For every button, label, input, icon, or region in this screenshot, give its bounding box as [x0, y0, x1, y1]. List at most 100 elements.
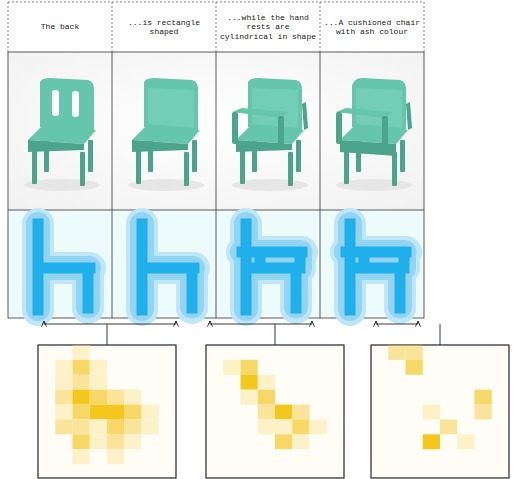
heatmap-cell — [73, 390, 90, 405]
chair-render — [336, 78, 412, 191]
caption-text: The back — [41, 22, 79, 31]
heatmap-cell — [241, 360, 258, 375]
heatmap-cell — [90, 360, 107, 375]
heatmap-cell — [258, 419, 275, 434]
heatmap-cell — [241, 375, 258, 390]
chair-render — [24, 78, 100, 191]
heatmap-cell — [90, 405, 107, 420]
voxel-halo — [346, 224, 406, 310]
heatmap-cell — [457, 434, 474, 449]
bracket-arrows — [44, 321, 440, 345]
heatmap-cell — [73, 360, 90, 375]
row-border — [8, 52, 424, 318]
heatmap-cell — [142, 419, 159, 434]
voxel-core — [38, 224, 90, 310]
col-border — [216, 52, 217, 318]
rect-shape — [240, 150, 245, 184]
path-shape — [248, 78, 302, 131]
heatmap-cell — [223, 360, 240, 375]
heatmap-frame — [371, 345, 509, 478]
heatmap-cell — [275, 419, 292, 434]
heatmap-cell — [90, 375, 107, 390]
bracket-arrow — [210, 321, 211, 324]
heatmap-cell — [55, 360, 72, 375]
path-shape — [132, 140, 188, 152]
voxel-chair — [242, 224, 302, 310]
heatmap-cell — [310, 419, 327, 434]
rect-shape — [80, 152, 85, 186]
rect-shape — [278, 116, 284, 146]
bracket-line — [376, 324, 440, 345]
rect-shape — [52, 90, 59, 116]
heatmap-cell — [90, 434, 107, 449]
heatmap-frame — [38, 345, 176, 478]
attention-heatmaps — [38, 345, 509, 478]
path-shape — [406, 102, 412, 130]
voxel-halo — [142, 224, 194, 310]
heatmap-frame — [206, 345, 344, 478]
heatmap-cell — [55, 405, 72, 420]
voxel-chair — [346, 224, 406, 310]
heatmap-cell — [107, 434, 124, 449]
path-shape — [252, 88, 298, 128]
heatmap-cell — [124, 405, 141, 420]
rect-shape — [136, 150, 141, 184]
path-shape — [40, 78, 94, 131]
heatmap-cell — [55, 419, 72, 434]
heatmap-frame — [38, 345, 176, 478]
heatmap-cell — [73, 434, 90, 449]
heatmap-cell — [107, 419, 124, 434]
rect-shape — [296, 140, 301, 172]
rect-shape — [382, 116, 388, 146]
rect-shape — [400, 140, 405, 172]
voxel-core — [142, 224, 194, 310]
heatmap-cell — [258, 405, 275, 420]
header-divider — [320, 2, 321, 52]
heatmap-cell — [124, 434, 141, 449]
voxel-core — [346, 224, 406, 310]
rect-shape — [336, 112, 342, 144]
caption-cell: ...is rectangle shaped — [114, 4, 214, 50]
heatmap-cell — [258, 375, 275, 390]
path-shape — [302, 102, 308, 130]
voxel-halo — [38, 224, 90, 310]
bracket-line — [210, 324, 312, 345]
bracket-arrow — [376, 321, 377, 324]
rect-shape — [88, 140, 93, 172]
voxel-core — [242, 224, 302, 310]
bracket-arrow — [44, 321, 45, 324]
chair-render — [128, 78, 204, 191]
heatmap-cell — [292, 419, 309, 434]
heatmap-cell — [475, 390, 492, 405]
rect-shape — [192, 140, 197, 172]
path-shape — [148, 88, 194, 128]
caption-text: ...while the hand rests are cylindrical … — [220, 13, 316, 41]
heatmap-cell — [292, 405, 309, 420]
heatmap-cell — [73, 419, 90, 434]
heatmap-cell — [107, 390, 124, 405]
heatmap-cell — [90, 390, 107, 405]
voxel-halo — [38, 224, 90, 310]
heatmap-cell — [275, 405, 292, 420]
heatmap-cell — [258, 390, 275, 405]
caption-text: ...A cushioned chair with ash colour — [324, 18, 420, 36]
figure-grid — [8, 2, 424, 318]
heatmap-cell — [388, 345, 405, 360]
heatmap-cell — [73, 405, 90, 420]
heatmap-cell — [275, 434, 292, 449]
heatmap-cell — [124, 419, 141, 434]
heatmap-cell — [423, 434, 440, 449]
rect-shape — [32, 150, 37, 184]
caption-cell: ...while the hand rests are cylindrical … — [218, 4, 318, 50]
heatmap-cell — [292, 434, 309, 449]
chair-render — [232, 78, 308, 191]
voxel-halo — [346, 224, 406, 310]
bracket-arrow — [418, 321, 419, 324]
heatmap-cell — [73, 375, 90, 390]
header-divider — [424, 2, 425, 52]
voxel-views — [38, 224, 406, 310]
heatmap-cell — [406, 360, 423, 375]
heatmap-frame — [371, 345, 509, 478]
heatmap-cell — [73, 345, 90, 360]
